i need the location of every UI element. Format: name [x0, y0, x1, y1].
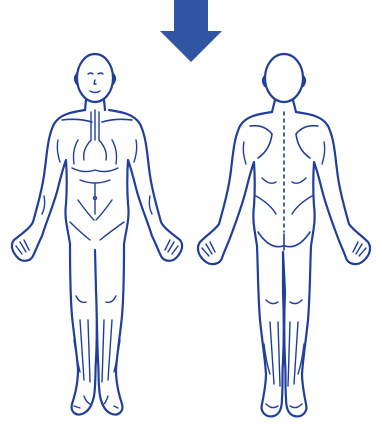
back-head — [265, 54, 303, 102]
front-head — [77, 54, 113, 102]
front-arm-details — [42, 140, 152, 214]
back-buttocks — [258, 232, 310, 250]
front-feet — [74, 396, 118, 408]
front-body-figure — [12, 54, 182, 415]
front-chest — [72, 168, 118, 172]
front-clavicles — [62, 119, 132, 122]
back-ears — [263, 76, 305, 86]
front-body-outline — [12, 110, 182, 415]
down-arrow-icon — [160, 0, 222, 62]
front-hips — [70, 222, 124, 240]
front-face — [88, 73, 103, 93]
back-heels — [266, 404, 302, 408]
front-trachea — [91, 110, 99, 140]
back-body-figure — [198, 54, 370, 416]
front-lungs — [74, 140, 117, 164]
